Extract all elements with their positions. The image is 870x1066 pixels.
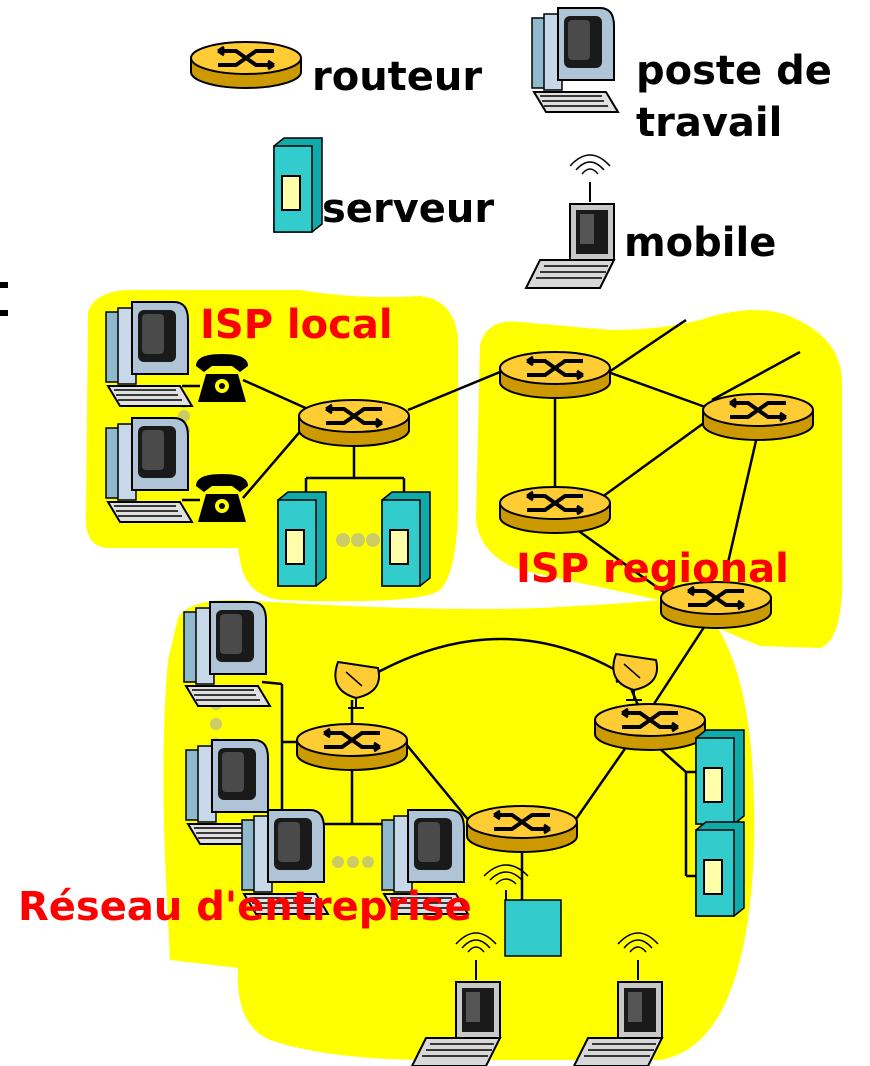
legend-workstation-line1: poste de: [636, 48, 832, 94]
regional-router-icon-3: [498, 485, 612, 535]
slide-marker-top: [0, 282, 8, 288]
local-workstation-icon-1: [105, 301, 193, 407]
local-server-icon-1: [277, 491, 327, 587]
regional-isp-label: ISP regional: [516, 546, 789, 592]
local-isp-label: ISP local: [200, 302, 393, 348]
router-icon: [189, 40, 303, 90]
local-server-icon-2: [381, 491, 431, 587]
local-workstation-icon-2: [105, 417, 193, 523]
workstation-icon: [531, 7, 619, 113]
legend-workstation-line2: travail: [636, 100, 782, 146]
legend-router-label: routeur: [312, 54, 482, 100]
legend-mobile-label: mobile: [624, 220, 776, 266]
legend-server-label: serveur: [322, 186, 494, 232]
local-isp-router-icon: [297, 398, 411, 448]
enterprise-server-icon-2: [695, 821, 745, 917]
slide-marker-bottom: [0, 310, 8, 316]
server-icon: [273, 137, 323, 233]
enterprise-router-icon-3: [465, 804, 579, 854]
mobile-icon: [525, 154, 615, 289]
enterprise-router-icon-1: [295, 722, 409, 772]
enterprise-workstation-icon-1: [183, 601, 271, 707]
enterprise-server-icon-1: [695, 729, 745, 825]
enterprise-router-icon-2: [593, 702, 707, 752]
regional-router-icon-1: [498, 350, 612, 400]
enterprise-label: Réseau d'entreprise: [18, 884, 472, 930]
access-point-icon: [483, 864, 562, 957]
regional-router-icon-2: [701, 392, 815, 442]
